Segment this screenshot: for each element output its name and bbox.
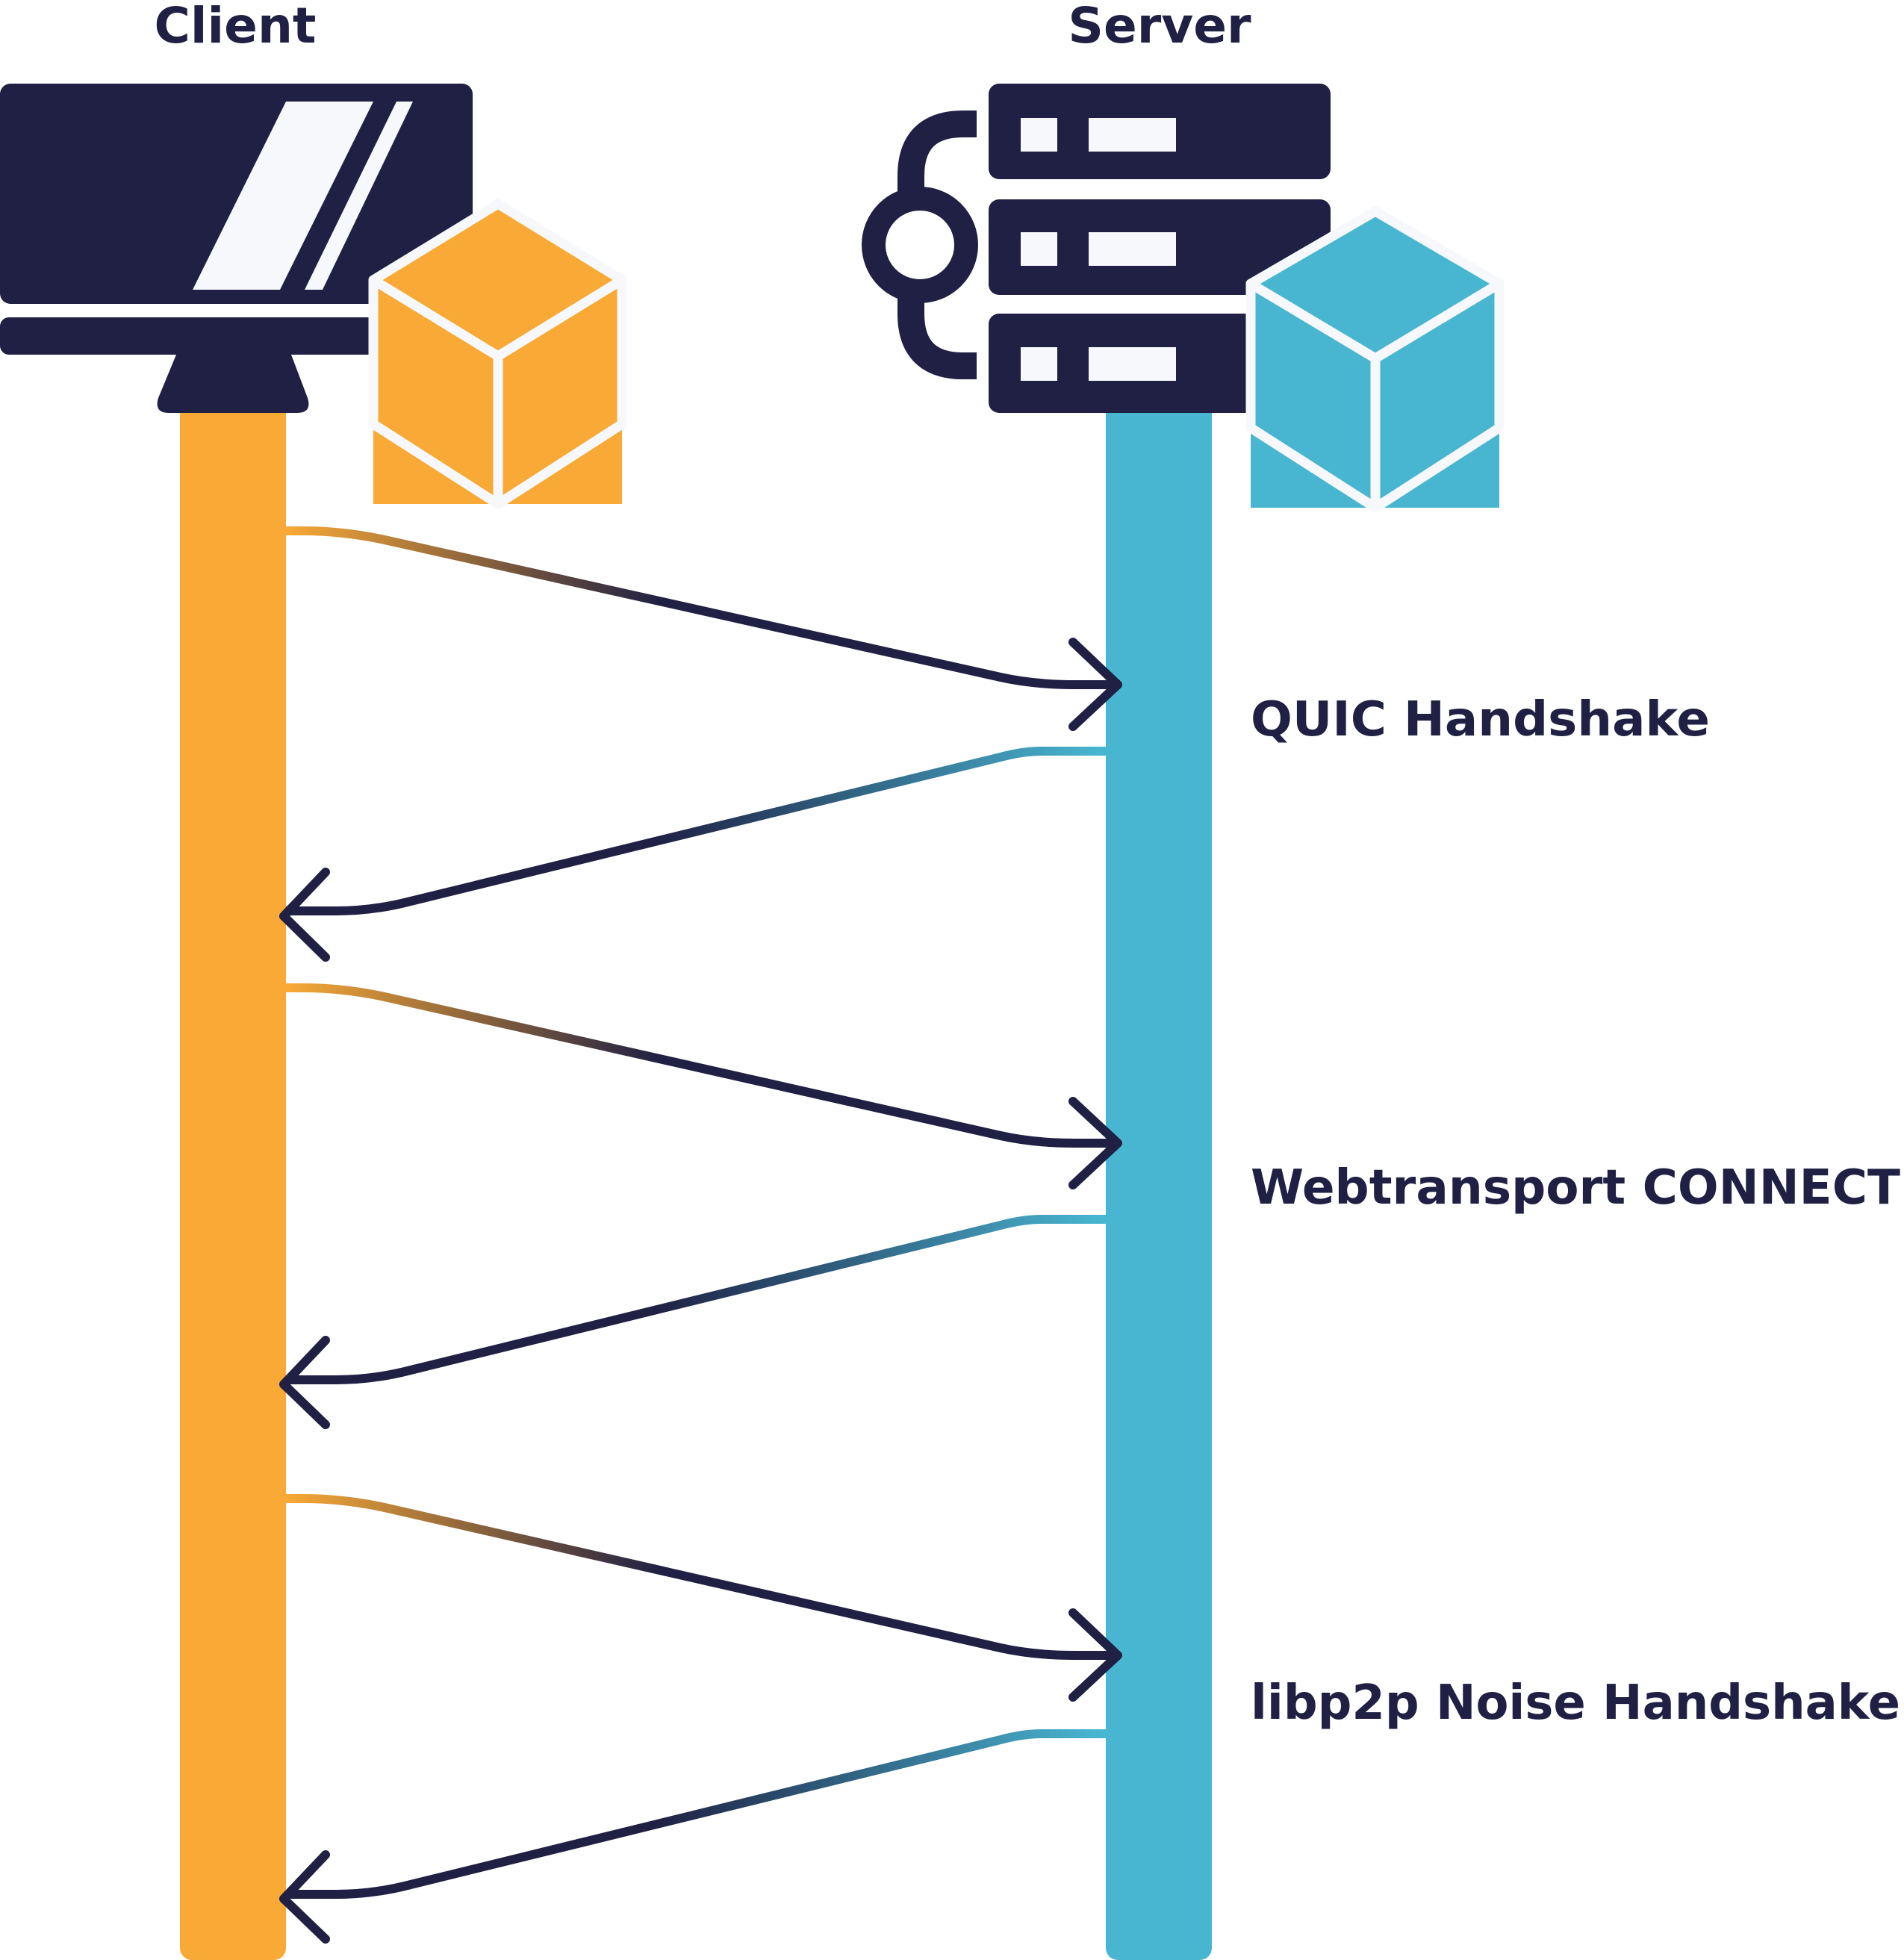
client-lifeline (180, 373, 286, 1960)
client-title: Client (155, 0, 317, 55)
server-title: Server (1068, 0, 1251, 55)
message-arrow (286, 983, 1122, 1189)
monitor-icon (0, 84, 473, 413)
message-arrow (286, 1494, 1122, 1702)
message-arrow (279, 1729, 1106, 1944)
server-lifeline (1106, 373, 1212, 1960)
step-label-quic-handshake: QUIC Handshake (1251, 692, 1710, 747)
step-label-noise-handshake: libp2p Noise Handshake (1251, 1676, 1900, 1731)
step-label-webtransport-connect: Webtransport CONNECT (1251, 1160, 1900, 1216)
cube-icon (368, 199, 627, 509)
message-arrow (279, 747, 1106, 962)
message-arrow (279, 1215, 1106, 1429)
message-arrow (286, 526, 1122, 731)
server-rack-icon (862, 84, 1331, 413)
cube-icon (1245, 206, 1505, 513)
